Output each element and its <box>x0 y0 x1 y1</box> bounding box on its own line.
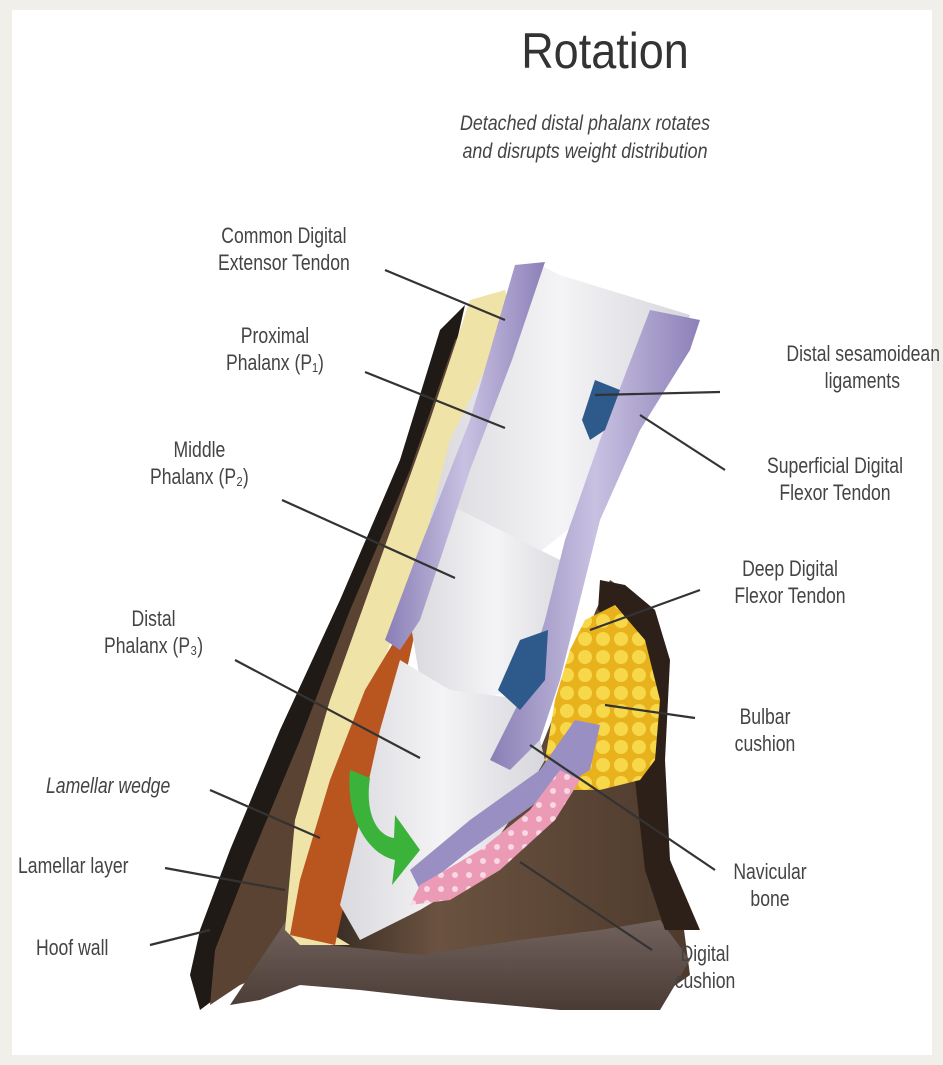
label-digital-cushion: Digital cushion <box>653 940 757 994</box>
label-navicular-bone: Navicular bone <box>718 858 822 912</box>
label-deep-digital-flexor-tendon: Deep Digital Flexor Tendon <box>718 555 862 609</box>
label-navicular-bone-line-1: Navicular <box>718 858 822 885</box>
diagram-title: Rotation <box>493 22 718 80</box>
subtitle-line-2: and disrupts weight distribution <box>432 138 738 166</box>
label-lamellar-layer: Lamellar layer <box>18 852 129 879</box>
leader-superficial-flexor <box>640 415 725 470</box>
label-hoof-wall: Hoof wall <box>36 934 108 961</box>
leader-common-extensor <box>385 270 505 320</box>
label-distal-sesamoidean-ligaments: Distal sesamoidean ligaments <box>740 340 940 394</box>
label-digital-cushion-line-1: Digital <box>653 940 757 967</box>
label-superficial-digital-flexor-tendon-line-2: Flexor Tendon <box>755 479 915 506</box>
subtitle-line-1: Detached distal phalanx rotates <box>432 110 738 138</box>
label-deep-digital-flexor-tendon-line-1: Deep Digital <box>718 555 862 582</box>
label-common-digital-extensor-tendon: Common Digital Extensor Tendon <box>218 222 350 276</box>
label-common-digital-extensor-tendon-line-2: Extensor Tendon <box>218 249 350 276</box>
label-digital-cushion-line-2: cushion <box>653 967 757 994</box>
label-proximal-phalanx: Proximal Phalanx (P₁) <box>226 322 324 376</box>
label-proximal-phalanx-line-1: Proximal <box>226 322 324 349</box>
label-proximal-phalanx-line-2: Phalanx (P₁) <box>226 349 324 376</box>
label-distal-sesamoidean-ligaments-line-2: ligaments <box>740 367 940 394</box>
label-distal-phalanx-line-2: Phalanx (P₃) <box>104 632 203 659</box>
label-middle-phalanx-line-1: Middle <box>150 436 249 463</box>
label-distal-phalanx: Distal Phalanx (P₃) <box>104 605 203 659</box>
label-deep-digital-flexor-tendon-line-2: Flexor Tendon <box>718 582 862 609</box>
label-navicular-bone-line-2: bone <box>718 885 822 912</box>
label-middle-phalanx-line-2: Phalanx (P₂) <box>150 463 249 490</box>
label-common-digital-extensor-tendon-line-1: Common Digital <box>218 222 350 249</box>
label-lamellar-wedge: Lamellar wedge <box>46 772 170 799</box>
label-bulbar-cushion: Bulbar cushion <box>713 703 817 757</box>
label-distal-phalanx-line-1: Distal <box>104 605 203 632</box>
label-middle-phalanx: Middle Phalanx (P₂) <box>150 436 249 490</box>
label-bulbar-cushion-line-2: cushion <box>713 730 817 757</box>
label-superficial-digital-flexor-tendon-line-1: Superficial Digital <box>755 452 915 479</box>
label-bulbar-cushion-line-1: Bulbar <box>713 703 817 730</box>
label-distal-sesamoidean-ligaments-line-1: Distal sesamoidean <box>740 340 940 367</box>
diagram-subtitle: Detached distal phalanx rotates and disr… <box>432 110 738 166</box>
label-superficial-digital-flexor-tendon: Superficial Digital Flexor Tendon <box>755 452 915 506</box>
